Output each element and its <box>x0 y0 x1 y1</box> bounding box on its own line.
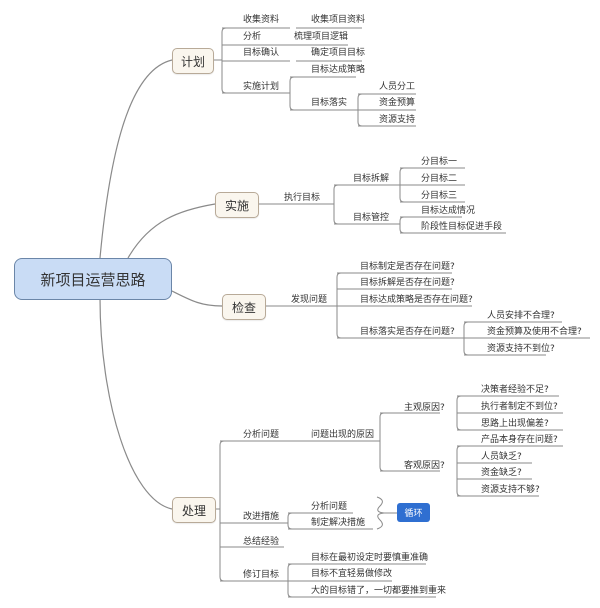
improve-bracket <box>287 512 293 530</box>
node-impl-plan[interactable]: 实施计划 <box>243 82 280 92</box>
node-cause[interactable]: 问题出现的原因 <box>311 430 375 440</box>
handle-bracket <box>219 440 225 582</box>
node-s2[interactable]: 执行者制定不到位? <box>481 402 558 412</box>
root-to-execute <box>127 203 216 259</box>
node-o4[interactable]: 资源支持不够? <box>481 485 540 495</box>
root-to-plan <box>99 59 173 259</box>
node-improve[interactable]: 改进措施 <box>243 512 280 522</box>
node-sub1[interactable]: 分目标一 <box>421 157 458 167</box>
node-o2[interactable]: 人员缺乏? <box>481 452 522 462</box>
node-decompose[interactable]: 目标拆解 <box>353 174 390 184</box>
loop-badge[interactable]: 循环 <box>397 503 430 522</box>
node-r1[interactable]: 目标在最初设定时要慎重准确 <box>311 553 429 563</box>
node-subjective[interactable]: 主观原因? <box>404 403 445 413</box>
curly-brace <box>376 496 385 530</box>
node-r3[interactable]: 大的目标错了，一切都要推到重来 <box>311 586 447 596</box>
branch-execute[interactable]: 实施 <box>215 192 259 218</box>
node-revise[interactable]: 修订目标 <box>243 570 280 580</box>
node-promote[interactable]: 阶段性目标促进手段 <box>421 222 503 232</box>
node-imp-measure[interactable]: 制定解决措施 <box>311 518 366 528</box>
node-status[interactable]: 目标达成情况 <box>421 206 476 216</box>
node-o1[interactable]: 产品本身存在问题? <box>481 435 558 445</box>
node-q4c[interactable]: 资源支持不到位? <box>487 344 555 354</box>
node-q4a[interactable]: 人员安排不合理? <box>487 311 555 321</box>
root-node[interactable]: 新项目运营思路 <box>14 258 172 300</box>
node-s3[interactable]: 思路上出现偏差? <box>481 419 549 429</box>
node-q2[interactable]: 目标拆解是否存在问题? <box>360 278 455 288</box>
node-q3[interactable]: 目标达成策略是否存在问题? <box>360 295 473 305</box>
node-r2[interactable]: 目标不宜轻易做修改 <box>311 569 393 579</box>
exec-bracket <box>333 184 339 225</box>
node-strategy[interactable]: 目标达成策略 <box>311 65 366 75</box>
root-to-handle <box>99 297 173 510</box>
node-exec-goal[interactable]: 执行目标 <box>284 193 321 203</box>
branch-check[interactable]: 检查 <box>222 294 266 320</box>
node-o3[interactable]: 资金缺乏? <box>481 468 522 478</box>
node-implement[interactable]: 目标落实 <box>311 98 348 108</box>
node-analyze-problem[interactable]: 分析问题 <box>243 430 280 440</box>
node-sort-logic[interactable]: 梳理项目逻辑 <box>294 32 349 42</box>
node-summary[interactable]: 总结经验 <box>243 537 280 547</box>
node-define-goal[interactable]: 确定项目目标 <box>311 48 366 58</box>
control-bracket <box>399 216 405 234</box>
root-to-check <box>169 289 223 307</box>
node-analyze[interactable]: 分析 <box>243 32 262 42</box>
node-control[interactable]: 目标管控 <box>353 213 390 223</box>
node-q4b[interactable]: 资金预算及使用不合理? <box>487 327 582 337</box>
node-collect-project[interactable]: 收集项目资料 <box>311 15 366 25</box>
node-sub2[interactable]: 分目标二 <box>421 174 458 184</box>
node-q4[interactable]: 目标落实是否存在问题? <box>360 327 455 337</box>
node-imp-analyze[interactable]: 分析问题 <box>311 502 348 512</box>
node-s1[interactable]: 决策者经验不足? <box>481 385 549 395</box>
node-confirm[interactable]: 目标确认 <box>243 48 280 58</box>
node-q1[interactable]: 目标制定是否存在问题? <box>360 262 455 272</box>
node-budget[interactable]: 资金预算 <box>379 98 416 108</box>
impl-bracket <box>289 76 295 111</box>
node-sub3[interactable]: 分目标三 <box>421 191 458 201</box>
node-resource[interactable]: 资源支持 <box>379 115 416 125</box>
node-objective[interactable]: 客观原因? <box>404 461 445 471</box>
cause-bracket <box>379 412 385 472</box>
branch-handle[interactable]: 处理 <box>172 497 216 523</box>
obj-bracket <box>456 445 462 497</box>
node-staff[interactable]: 人员分工 <box>379 82 416 92</box>
branch-plan[interactable]: 计划 <box>172 48 214 74</box>
node-collect[interactable]: 收集资料 <box>243 15 280 25</box>
node-find-problem[interactable]: 发现问题 <box>291 295 328 305</box>
